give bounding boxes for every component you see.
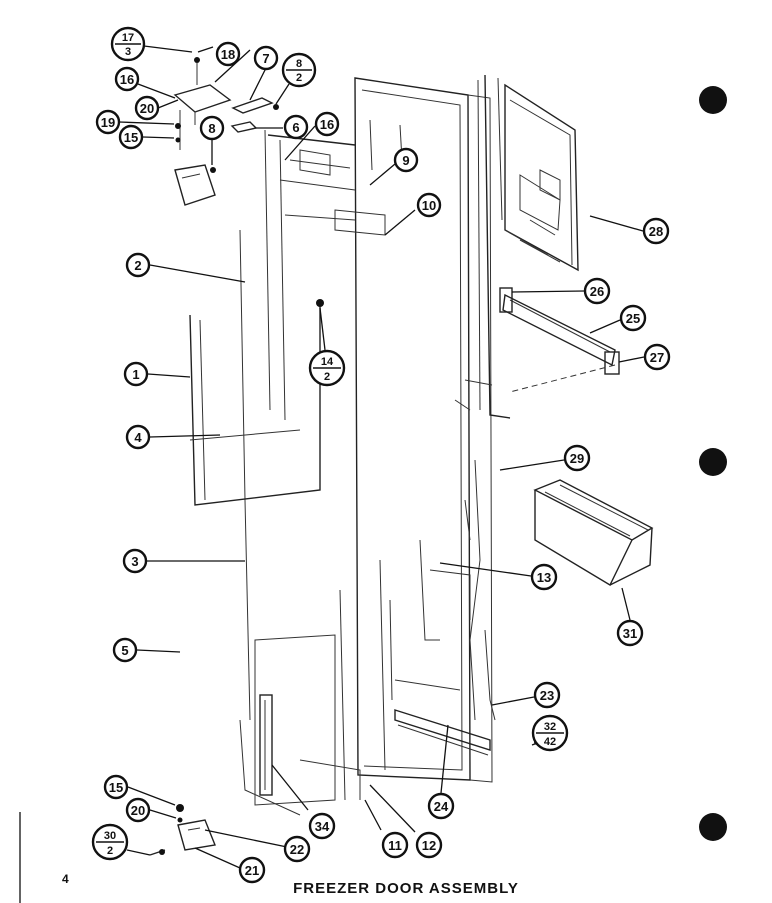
callout-20-top: 20 xyxy=(134,95,160,121)
svg-text:42: 42 xyxy=(544,736,556,748)
callout-20-bottom: 20 xyxy=(125,797,151,823)
callout-34: 34 xyxy=(308,812,336,840)
top-handle-parts xyxy=(230,97,279,133)
door-panel-drawing xyxy=(189,74,511,816)
callout-12: 12 xyxy=(415,831,443,859)
callout-28: 28 xyxy=(642,217,670,245)
callout-6: 6 xyxy=(283,114,309,140)
leader-lines xyxy=(118,46,645,869)
svg-text:20: 20 xyxy=(131,803,145,818)
svg-text:25: 25 xyxy=(626,311,640,326)
svg-text:32: 32 xyxy=(544,721,556,733)
svg-text:17: 17 xyxy=(122,32,134,44)
bottom-hinge-assembly xyxy=(149,299,540,856)
callout-19: 19 xyxy=(95,109,121,135)
svg-text:22: 22 xyxy=(290,842,304,857)
callout-23: 23 xyxy=(533,681,561,709)
svg-text:12: 12 xyxy=(422,838,436,853)
callout-13: 13 xyxy=(530,563,558,591)
callout-15-bottom: 15 xyxy=(103,774,129,800)
gasket-strip-34 xyxy=(259,694,273,796)
callout-15-top: 15 xyxy=(118,124,144,150)
callout-1: 1 xyxy=(123,361,149,387)
svg-text:16: 16 xyxy=(120,72,134,87)
callout-22: 22 xyxy=(283,835,311,863)
svg-text:13: 13 xyxy=(537,570,551,585)
svg-text:34: 34 xyxy=(315,819,330,834)
svg-text:8: 8 xyxy=(208,121,215,136)
svg-text:9: 9 xyxy=(402,153,409,168)
svg-text:8: 8 xyxy=(296,58,302,70)
callout-24: 24 xyxy=(427,792,455,820)
svg-text:5: 5 xyxy=(121,643,128,658)
callout-17-3: 17 3 xyxy=(110,26,146,62)
page-number: 4 xyxy=(62,872,69,886)
svg-text:15: 15 xyxy=(124,130,138,145)
svg-text:28: 28 xyxy=(649,224,663,239)
svg-text:31: 31 xyxy=(623,626,637,641)
svg-text:23: 23 xyxy=(540,688,554,703)
svg-text:11: 11 xyxy=(388,838,402,853)
svg-text:18: 18 xyxy=(221,47,235,62)
callout-31: 31 xyxy=(616,619,644,647)
svg-text:3: 3 xyxy=(125,46,131,58)
svg-text:2: 2 xyxy=(324,371,330,383)
callout-25: 25 xyxy=(619,304,647,332)
callout-26: 26 xyxy=(583,277,611,305)
svg-text:3: 3 xyxy=(131,554,138,569)
callout-7: 7 xyxy=(253,45,279,71)
callout-2: 2 xyxy=(125,252,151,278)
callouts: 17 3 18 7 8 2 16 20 19 xyxy=(91,26,671,884)
svg-text:6: 6 xyxy=(292,120,299,135)
svg-text:29: 29 xyxy=(570,451,584,466)
svg-text:26: 26 xyxy=(590,284,604,299)
shelf-rail-25 xyxy=(499,287,620,393)
callout-16-mid: 16 xyxy=(314,111,340,137)
callout-8-2: 8 2 xyxy=(281,52,317,88)
svg-text:27: 27 xyxy=(650,350,664,365)
callout-10: 10 xyxy=(416,192,442,218)
svg-text:19: 19 xyxy=(101,115,115,130)
svg-text:4: 4 xyxy=(134,430,142,445)
svg-text:2: 2 xyxy=(107,845,113,857)
binder-holes xyxy=(699,86,727,841)
svg-text:21: 21 xyxy=(245,863,259,878)
callout-32-42: 32 42 xyxy=(531,714,569,752)
callout-18: 18 xyxy=(215,41,241,67)
callout-5: 5 xyxy=(112,637,138,663)
svg-text:24: 24 xyxy=(434,799,449,814)
diagram-caption: FREEZER DOOR ASSEMBLY xyxy=(293,880,519,897)
svg-text:7: 7 xyxy=(262,51,269,66)
svg-text:20: 20 xyxy=(140,101,154,116)
bottom-shelf-24 xyxy=(394,709,491,756)
door-bin-31 xyxy=(533,479,654,586)
svg-text:30: 30 xyxy=(104,830,116,842)
callout-11: 11 xyxy=(381,831,409,859)
svg-text:14: 14 xyxy=(321,356,334,368)
top-right-panel-28 xyxy=(497,77,579,272)
callout-29: 29 xyxy=(563,444,591,472)
callout-8: 8 xyxy=(199,115,225,141)
svg-text:15: 15 xyxy=(109,780,123,795)
callout-27: 27 xyxy=(643,343,671,371)
callout-14-2: 14 2 xyxy=(308,349,346,387)
svg-text:2: 2 xyxy=(296,72,302,84)
svg-text:10: 10 xyxy=(422,198,436,213)
callout-9: 9 xyxy=(393,147,419,173)
svg-text:2: 2 xyxy=(134,258,141,273)
top-hinge-assembly xyxy=(173,57,232,206)
callout-3: 3 xyxy=(122,548,148,574)
svg-text:16: 16 xyxy=(320,117,334,132)
callout-16-top: 16 xyxy=(114,66,140,92)
callout-30-2: 30 2 xyxy=(91,823,129,861)
callout-21: 21 xyxy=(238,856,266,884)
callout-4: 4 xyxy=(125,424,151,450)
svg-text:1: 1 xyxy=(132,367,139,382)
